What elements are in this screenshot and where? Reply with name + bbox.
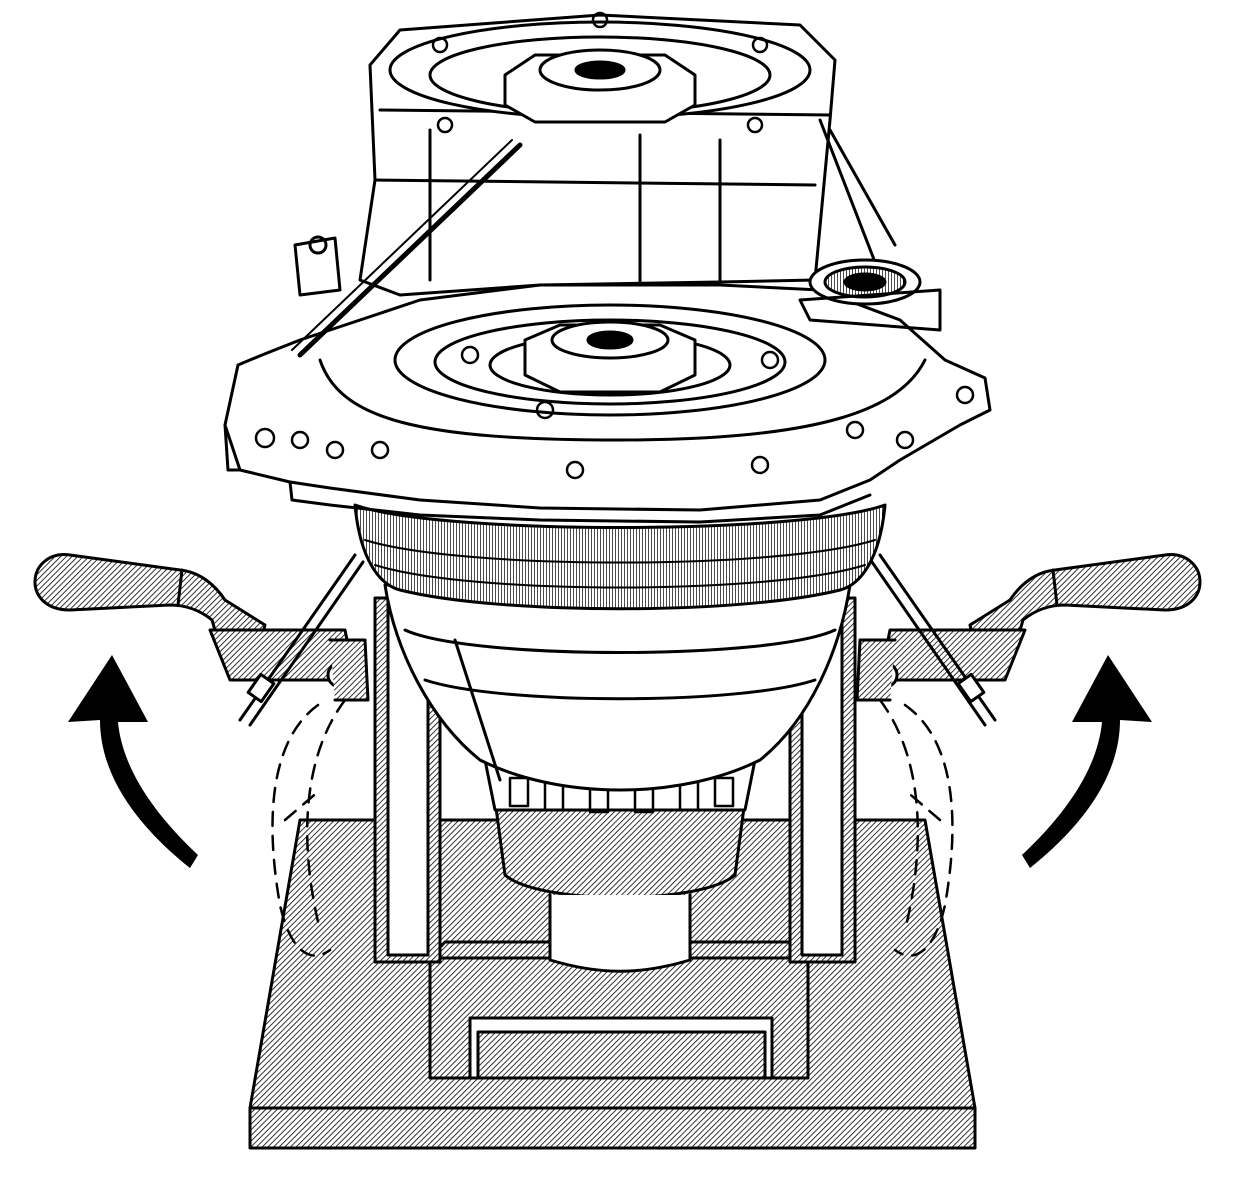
clutch-ring [353, 503, 887, 611]
right-handle [878, 553, 1202, 682]
right-rotate-arrow-icon [1022, 655, 1152, 868]
ghost-clamp-left [271, 698, 347, 957]
left-handle [33, 553, 357, 682]
left-rotate-arrow-icon [68, 655, 198, 868]
right-clamp-rod [855, 553, 997, 727]
mounting-flange [223, 283, 992, 524]
lower-case [383, 583, 852, 792]
side-bearing [798, 258, 942, 332]
upper-hex-nut [503, 48, 697, 124]
lower-hex-nut [523, 320, 697, 394]
ghost-clamp-right [878, 698, 954, 957]
left-clamp-rod [238, 553, 370, 727]
